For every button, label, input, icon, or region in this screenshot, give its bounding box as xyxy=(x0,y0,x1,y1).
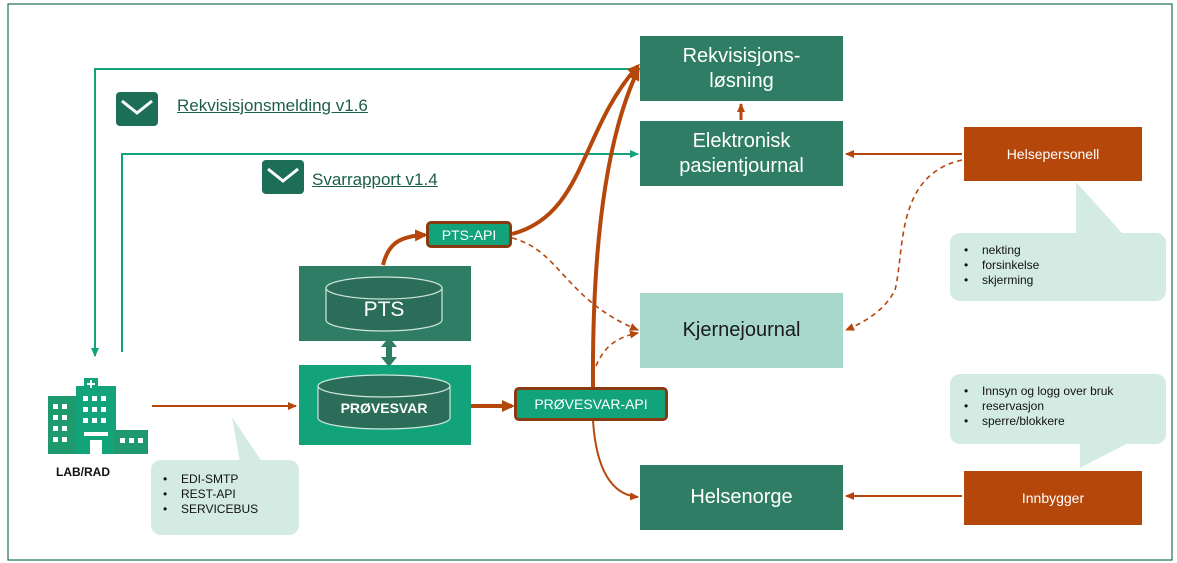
helsepersonell-to-kjernejournal-dashed xyxy=(845,159,963,331)
svarrapport-link[interactable]: Svarrapport v1.4 xyxy=(312,170,438,189)
innbygger-bubble-tail xyxy=(1080,443,1128,468)
kjernejournal-label: Kjernejournal xyxy=(682,319,801,341)
pts-api-badge: PTS-API xyxy=(426,221,512,248)
helsepersonell-action-item: skjerming xyxy=(960,273,1166,288)
lab-rad-label: LAB/RAD xyxy=(56,465,110,479)
helsepersonell-label: Helsepersonell xyxy=(1006,146,1100,162)
lab-protocols-list: EDI-SMTP REST-API SERVICEBUS xyxy=(159,472,299,517)
helsenorge-label: Helsenorge xyxy=(690,486,793,508)
kjernejournal-node: Kjernejournal xyxy=(640,293,843,368)
lab-protocol-item: REST-API xyxy=(159,487,299,502)
helsepersonell-action-item: forsinkelse xyxy=(960,258,1166,273)
lab-protocols-bubble: EDI-SMTP REST-API SERVICEBUS xyxy=(151,460,299,535)
innbygger-actions-bubble: Innsyn og logg over bruk reservasjon spe… xyxy=(950,374,1166,444)
rekvisisjonsmelding-link[interactable]: Rekvisisjonsmelding v1.6 xyxy=(177,96,368,115)
helsepersonell-action-item: nekting xyxy=(960,243,1166,258)
pts-database-icon xyxy=(325,276,443,332)
innbygger-actions-list: Innsyn og logg over bruk reservasjon spe… xyxy=(960,384,1166,429)
epj-label-line2: pasientjournal xyxy=(679,154,804,177)
provesvar-database-icon xyxy=(317,374,451,430)
helsenorge-node: Helsenorge xyxy=(640,465,843,530)
helsepersonell-actions-bubble: nekting forsinkelse skjerming xyxy=(950,233,1166,301)
provesvarapi-to-helsenorge-arrow xyxy=(592,419,639,501)
provesvar-api-badge: PRØVESVAR-API xyxy=(514,387,668,421)
lab-protocol-item: SERVICEBUS xyxy=(159,502,299,517)
provesvarapi-to-rekvisisjon-arrow xyxy=(590,67,640,389)
pts-label: PTS xyxy=(363,298,405,321)
hospital-building-icon xyxy=(48,378,148,454)
innbygger-label: Innbygger xyxy=(1021,490,1085,506)
innbygger-action-item: sperre/blokkere xyxy=(960,414,1166,429)
rekvisisjonslosning-label-line1: Rekvisisjons- xyxy=(682,44,801,67)
rekvisisjonslosning-label-line2: løsning xyxy=(709,69,774,92)
innbygger-action-item: Innsyn og logg over bruk xyxy=(960,384,1166,399)
provesvar-label: PRØVESVAR xyxy=(340,400,428,416)
pts-to-ptsapi-arrow xyxy=(381,229,428,266)
envelope-icon xyxy=(262,160,304,194)
helsepersonell-node: Helsepersonell xyxy=(964,127,1142,181)
lab-to-epj-line xyxy=(121,150,639,352)
lab-bubble-tail xyxy=(232,417,262,462)
ptsapi-to-rekvisisjon-arrow xyxy=(511,63,641,236)
epj-label-line1: Elektronisk xyxy=(692,129,791,152)
envelope-icon xyxy=(116,92,158,126)
innbygger-node: Innbygger xyxy=(964,471,1142,525)
lab-protocol-item: EDI-SMTP xyxy=(159,472,299,487)
provesvarapi-to-kjernejournal-dashed xyxy=(595,330,639,367)
rekvisisjon-to-lab-line xyxy=(91,68,640,357)
diagram-frame xyxy=(7,3,1173,561)
helsepersonell-bubble-tail xyxy=(1076,182,1122,233)
helsepersonell-actions-list: nekting forsinkelse skjerming xyxy=(960,243,1166,288)
ptsapi-to-kjernejournal-dashed xyxy=(511,237,639,331)
elektronisk-pasientjournal-node: Elektronisk pasientjournal xyxy=(640,121,843,186)
innbygger-action-item: reservasjon xyxy=(960,399,1166,414)
pts-provesvar-sync-arrow xyxy=(381,337,397,367)
rekvisisjonslosning-node: Rekvisisjons- løsning xyxy=(640,36,843,101)
